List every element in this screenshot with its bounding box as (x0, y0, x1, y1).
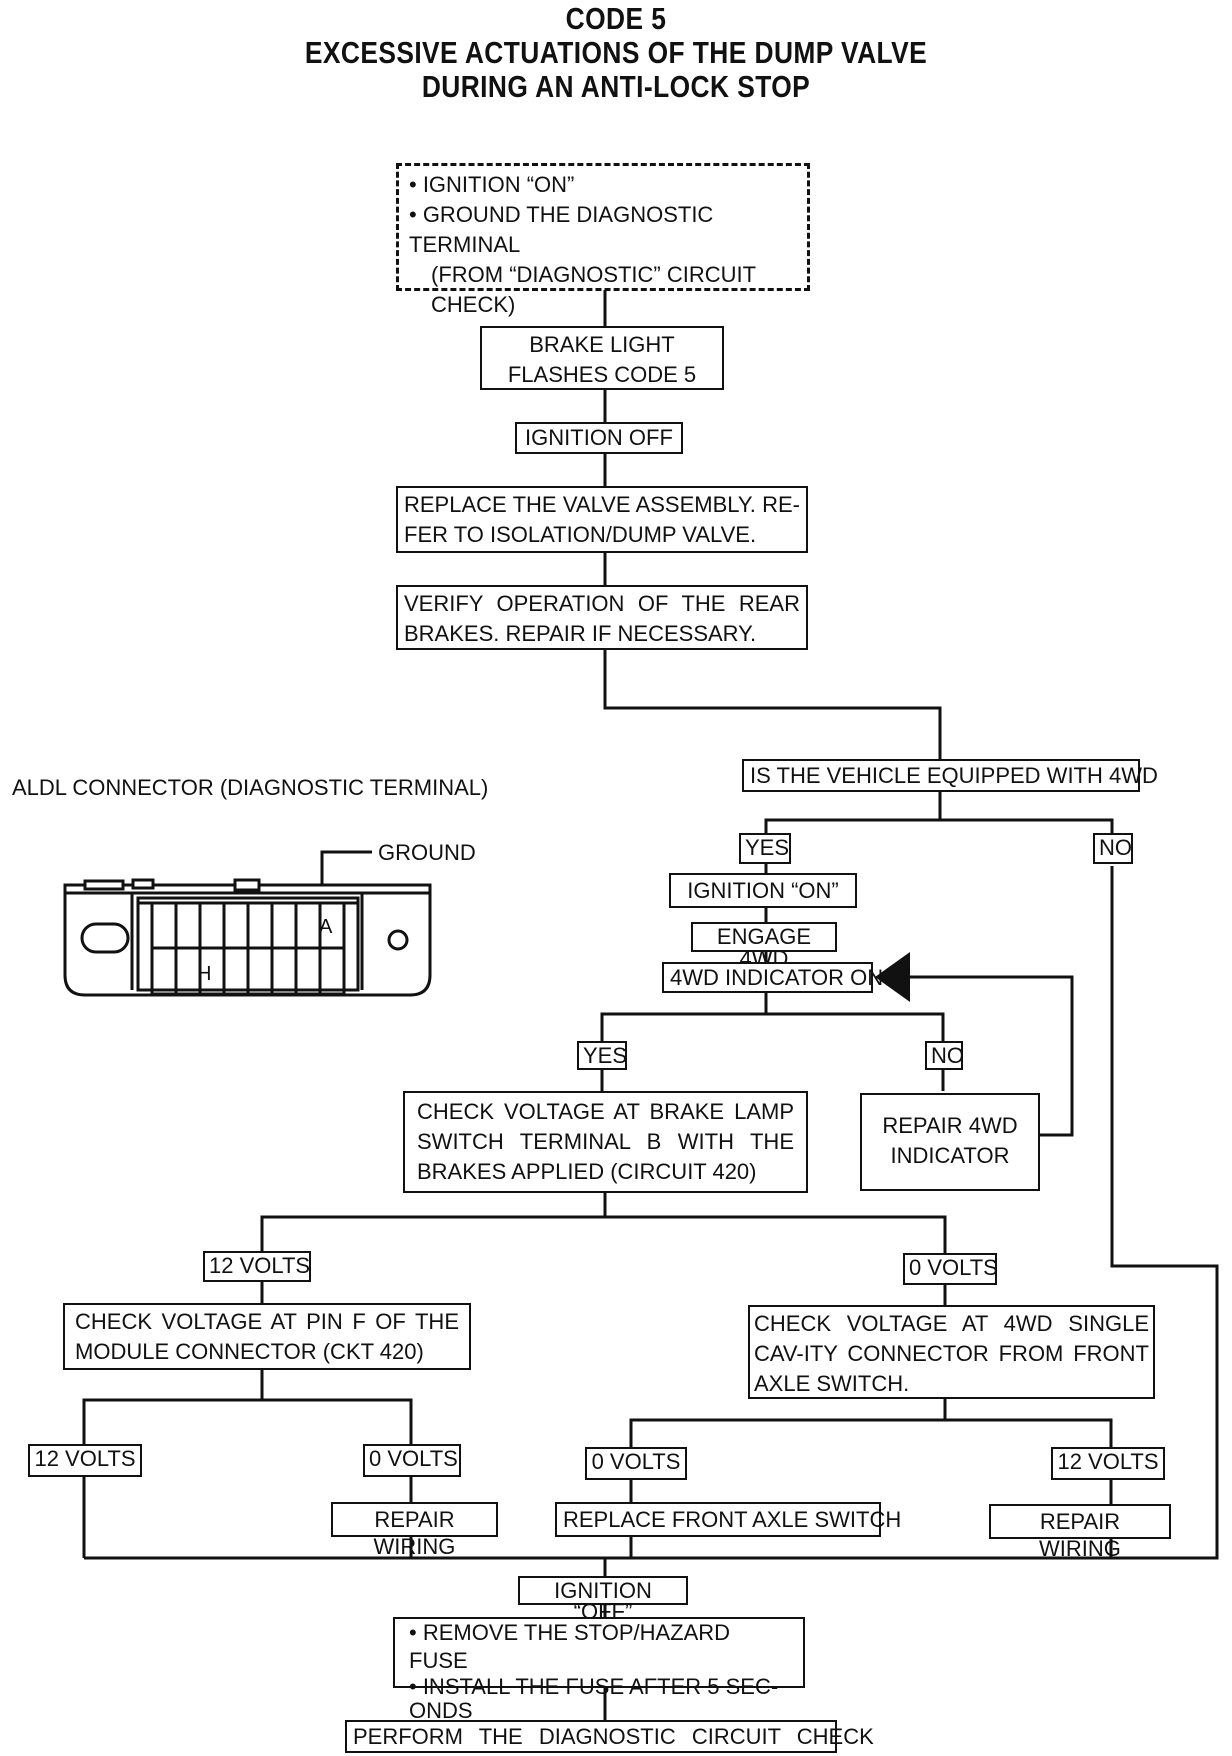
repair-wiring-box-1: REPAIR WIRING (331, 1502, 498, 1559)
no-label-1: NO (1093, 833, 1133, 864)
check-pin-f-box: CHECK VOLTAGE AT PIN F OF THE MODULE CON… (63, 1303, 471, 1370)
start-line-3: (FROM “DIAGNOSTIC” CIRCUIT (431, 262, 757, 287)
remove-fuse-text: • REMOVE THE STOP/HAZARD FUSE (409, 1620, 731, 1673)
start-line-1: • IGNITION “ON” (409, 172, 575, 197)
repair-wiring-box-2: REPAIR WIRING (989, 1504, 1171, 1561)
0-volts-label-a: 0 VOLTS (903, 1253, 998, 1285)
ground-label: GROUND (378, 840, 476, 865)
start-instructions-box: • IGNITION “ON” • GROUND THE DIAGNOSTIC … (396, 163, 810, 317)
replace-valve-box: REPLACE THE VALVE ASSEMBLY. RE-FER TO IS… (396, 486, 808, 553)
pin-h-label: H (197, 963, 212, 985)
pin-a-label: A (319, 916, 333, 938)
ignition-off-box-2: IGNITION “OFF” (518, 1576, 688, 1623)
check-brake-lamp-box: CHECK VOLTAGE AT BRAKE LAMP SWITCH TERMI… (403, 1091, 808, 1193)
perform-diagnostic-check-box: PERFORM THE DIAGNOSTIC CIRCUIT CHECK (345, 1720, 874, 1753)
aldl-caption: ALDL CONNECTOR (DIAGNOSTIC TERMINAL) (12, 775, 489, 800)
ignition-on-box: IGNITION “ON” (669, 873, 857, 908)
ignition-off-box: IGNITION OFF (515, 422, 683, 454)
12-volts-label-b: 12 VOLTS (28, 1444, 142, 1477)
0-volts-label-c: 0 VOLTS (585, 1447, 687, 1480)
no-label-2: NO (925, 1041, 964, 1070)
title-line-2: EXCESSIVE ACTUATIONS OF THE DUMP VALVE (304, 35, 928, 70)
install-fuse-text: • INSTALL THE FUSE AFTER 5 SEC-ONDS (409, 1674, 779, 1723)
start-line-2: • GROUND THE DIAGNOSTIC TERMINAL (409, 202, 714, 257)
yes-label-1: YES (739, 833, 791, 864)
check-4wd-cavity-box: CHECK VOLTAGE AT 4WD SINGLE CAV-ITY CONN… (748, 1305, 1155, 1399)
12-volts-label-c: 12 VOLTS (1051, 1447, 1165, 1480)
engage-4wd-box: ENGAGE 4WD (691, 922, 837, 970)
0-volts-label-b: 0 VOLTS (363, 1444, 461, 1477)
yes-label-2: YES (577, 1041, 627, 1070)
brake-light-flashes-box: BRAKE LIGHT FLASHES CODE 5 (480, 326, 724, 390)
fuse-instructions-box: • REMOVE THE STOP/HAZARD FUSE • INSTALL … (393, 1617, 805, 1723)
title-line-3: DURING AN ANTI-LOCK STOP (421, 69, 811, 104)
start-line-4: CHECK) (431, 292, 516, 317)
replace-front-axle-switch-box: REPLACE FRONT AXLE SWITCH (555, 1502, 901, 1537)
verify-rear-brakes-box: VERIFY OPERATION OF THE REAR BRAKES. REP… (396, 585, 808, 650)
title-line-1: CODE 5 (565, 1, 667, 36)
feedback-arrow-icon (875, 952, 910, 1002)
4wd-indicator-on-box: 4WD INDICATOR ON (662, 962, 883, 993)
12-volts-label-a: 12 VOLTS (203, 1251, 311, 1282)
is-4wd-question-box: IS THE VEHICLE EQUIPPED WITH 4WD (742, 759, 1158, 792)
repair-4wd-indicator-box: REPAIR 4WD INDICATOR (860, 1093, 1040, 1191)
